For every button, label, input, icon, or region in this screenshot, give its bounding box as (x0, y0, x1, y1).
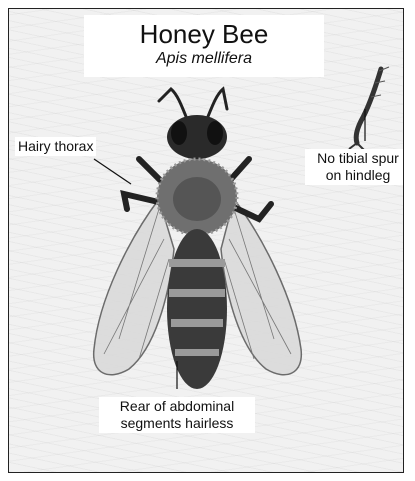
label-hairy-thorax-text: Hairy thorax (18, 138, 93, 154)
right-eye (207, 121, 223, 145)
title-box: Honey Bee Apis mellifera (84, 15, 324, 77)
label-tibial-spur: No tibial spur on hindleg (305, 149, 404, 185)
label-abdominal-segments: Rear of abdominal segments hairless (99, 397, 255, 433)
label-abdominal-line1: Rear of abdominal (102, 398, 252, 415)
label-abdominal-line2: segments hairless (102, 415, 252, 432)
label-tibial-spur-line2: on hindleg (308, 167, 404, 184)
right-wing (221, 199, 301, 375)
diagram-subtitle: Apis mellifera (84, 49, 324, 69)
label-tibial-spur-line1: No tibial spur (308, 150, 404, 167)
diagram-frame: Honey Bee Apis mellifera Hairy thorax No… (8, 8, 404, 473)
diagram-title: Honey Bee (84, 19, 324, 49)
bee-abdomen (167, 229, 227, 389)
hindleg-detail (349, 67, 389, 151)
label-hairy-thorax: Hairy thorax (15, 137, 96, 156)
antennae (159, 89, 227, 119)
left-eye (171, 121, 187, 145)
left-wing (94, 199, 174, 375)
